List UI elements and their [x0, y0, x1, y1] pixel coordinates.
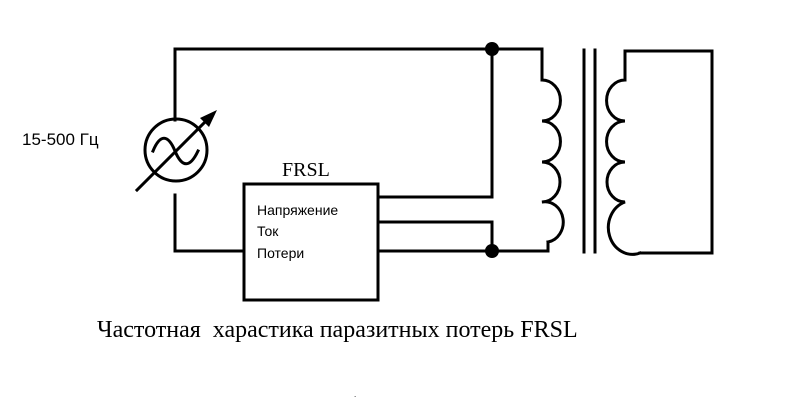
secondary-winding-icon	[605, 49, 642, 256]
wire-top	[173, 47, 494, 122]
wire-voltage-link	[376, 47, 494, 199]
junction-dot-top-icon	[485, 42, 499, 56]
frsl-line-voltage: Напряжение	[257, 202, 338, 218]
wire-current-a	[376, 220, 494, 253]
frsl-box	[242, 182, 380, 302]
junction-dot-bottom-icon	[485, 244, 499, 258]
frsl-line-losses: Потери	[257, 245, 304, 261]
source-frequency-label: 15-500 Гц	[22, 130, 99, 149]
wire-primary-bottom	[490, 240, 550, 253]
variable-ac-source-icon	[143, 117, 209, 183]
wire-primary-top	[490, 47, 544, 82]
diagram-caption: Частотная харастика паразитных потерь FR…	[97, 317, 578, 343]
frsl-box-title: FRSL	[282, 159, 330, 181]
wire-source-bottom	[173, 193, 246, 253]
wire-secondary-top	[623, 49, 714, 255]
variable-arrow-icon	[134, 112, 215, 193]
primary-winding-icon	[540, 78, 565, 244]
arrow-head-icon	[200, 110, 217, 127]
stray-mark: .	[354, 390, 356, 399]
frsl-line-current: Ток	[257, 223, 279, 239]
